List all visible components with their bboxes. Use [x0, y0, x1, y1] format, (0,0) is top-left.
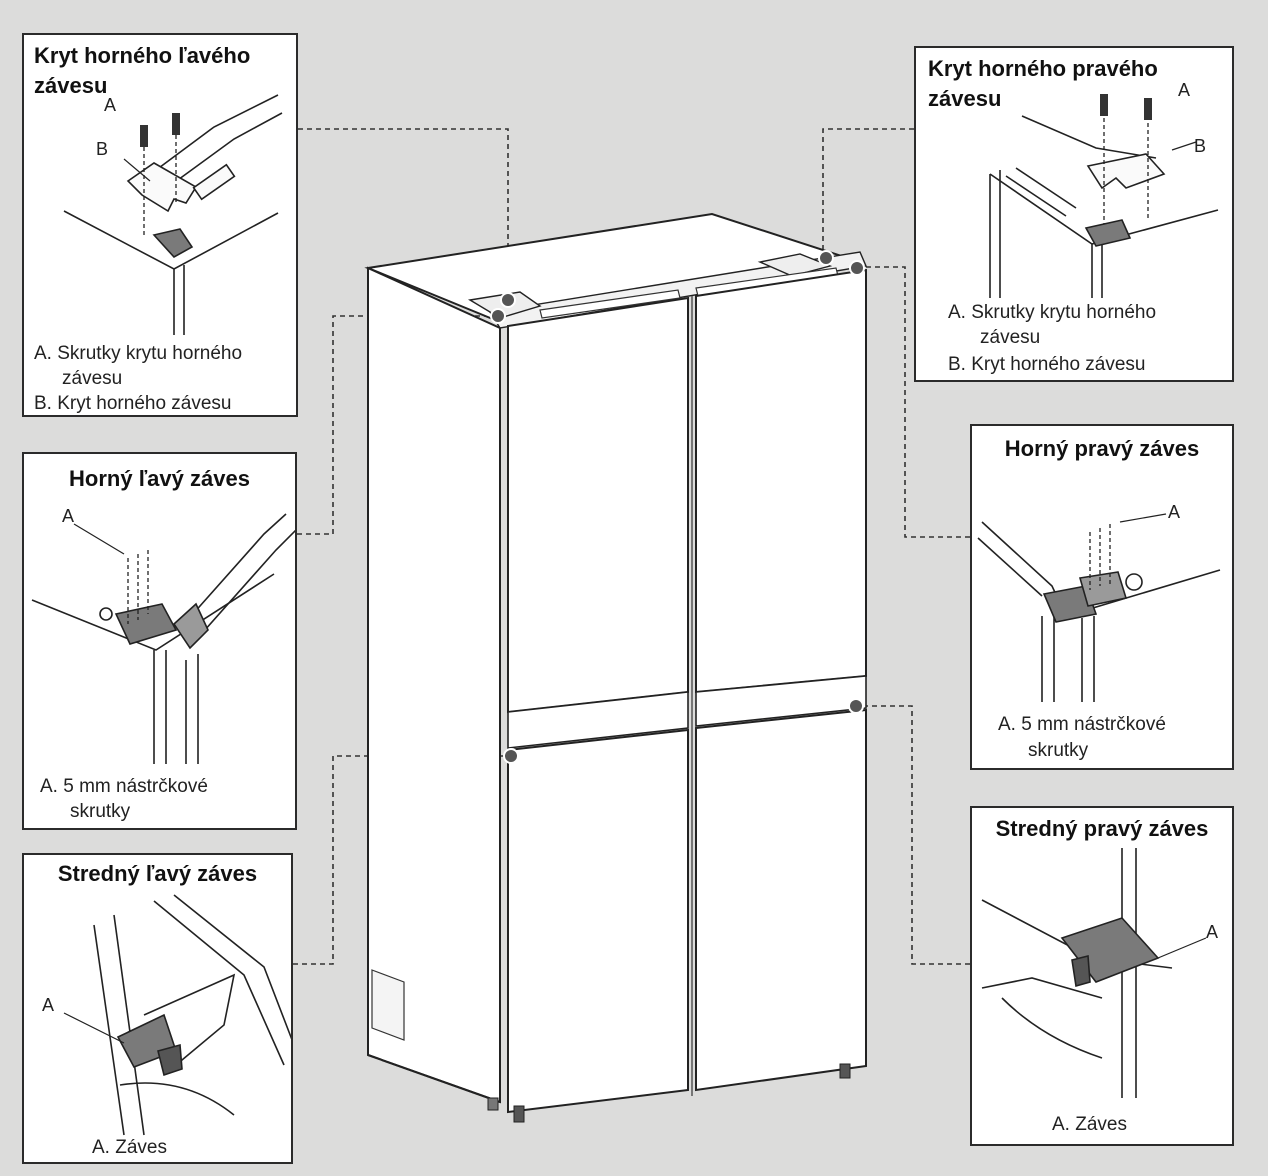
upper-left-handle [539, 289, 681, 319]
panel-upper-right-hinge: Horný pravý záves A A. 5 mm nástrčkové s… [970, 424, 1234, 770]
marker-top-left-cover [500, 292, 516, 308]
caption-a: A. Skrutky krytu horného [948, 302, 1157, 323]
caption-b: B. Kryt horného závesu [34, 393, 232, 414]
lower-left-door [507, 728, 689, 1114]
leader-top-left-cover [298, 128, 509, 300]
upper-right-door [695, 268, 867, 694]
marker-top-right-cover [818, 250, 834, 266]
upper-left-hinge-illustration [31, 513, 295, 764]
caption-a: A. 5 mm nástrčkové [40, 776, 208, 797]
panel-upper-left-hinge: Horný ľavý záves A A. 5 mm nástrčkové sk… [22, 452, 297, 830]
marker-upper-right-hinge [849, 260, 865, 276]
upper-right-hinge-illustration [977, 513, 1221, 702]
panel-title: Stredný pravý záves [995, 816, 1209, 841]
leader-middle-right-hinge [857, 705, 970, 965]
panel-middle-right-hinge: Stredný pravý záves A A. Záves [970, 806, 1234, 1146]
caption-b: B. Kryt horného závesu [948, 354, 1146, 375]
caption-a-cont: závesu [980, 327, 1041, 348]
marker-middle-left-hinge [503, 748, 519, 764]
callout-b: B [96, 139, 109, 159]
panel-title: Stredný ľavý záves [57, 861, 258, 886]
lower-right-door [695, 708, 867, 1092]
leader-top-right-cover [822, 128, 914, 258]
panel-middle-left-hinge: Stredný ľavý záves A A. Záves [22, 853, 293, 1164]
top-left-cover-illustration [63, 94, 283, 335]
panel-top-left-cover: Kryt horného ľavého závesu A B A. Skrutk… [22, 33, 298, 417]
caption-a-cont: skrutky [1028, 740, 1089, 761]
right-drawer [695, 675, 867, 727]
panel-title-line2: závesu [34, 73, 108, 98]
panel-title: Kryt horného pravého [928, 56, 1158, 81]
leader-upper-right-hinge [857, 266, 970, 538]
marker-upper-left-hinge [490, 308, 506, 324]
panel-title: Horný pravý záves [1004, 436, 1200, 461]
panel-title: Horný ľavý záves [69, 466, 250, 491]
caption-a-cont: závesu [62, 368, 123, 389]
marker-middle-right-hinge [848, 698, 864, 714]
panel-title: Kryt horného ľavého [34, 43, 251, 68]
callout-b: B [1194, 136, 1207, 156]
callout-a: A [42, 995, 55, 1015]
upper-left-door [507, 296, 689, 714]
top-right-cover-illustration [989, 94, 1219, 298]
callout-a: A [1168, 502, 1181, 522]
middle-left-hinge-illustration [63, 894, 291, 1136]
left-drawer [507, 691, 689, 749]
callout-a: A [104, 95, 117, 115]
caption-a: A. 5 mm nástrčkové [998, 714, 1166, 735]
callout-a: A [1178, 80, 1191, 100]
callout-a: A [1206, 922, 1219, 942]
caption-a: A. Skrutky krytu horného [34, 343, 243, 364]
side-vent [371, 969, 405, 1041]
middle-right-hinge-illustration [981, 848, 1207, 1098]
panel-top-right-cover: Kryt horného pravého závesu A B A. Skrut… [914, 46, 1234, 382]
right-hinge-cover [757, 253, 833, 277]
caption: A. Záves [1052, 1114, 1127, 1135]
caption-a-cont: skrutky [70, 801, 131, 822]
panel-title-line2: závesu [928, 86, 1002, 111]
callout-a: A [62, 506, 75, 526]
caption: A. Záves [92, 1137, 167, 1158]
hinge-markers [490, 250, 865, 764]
